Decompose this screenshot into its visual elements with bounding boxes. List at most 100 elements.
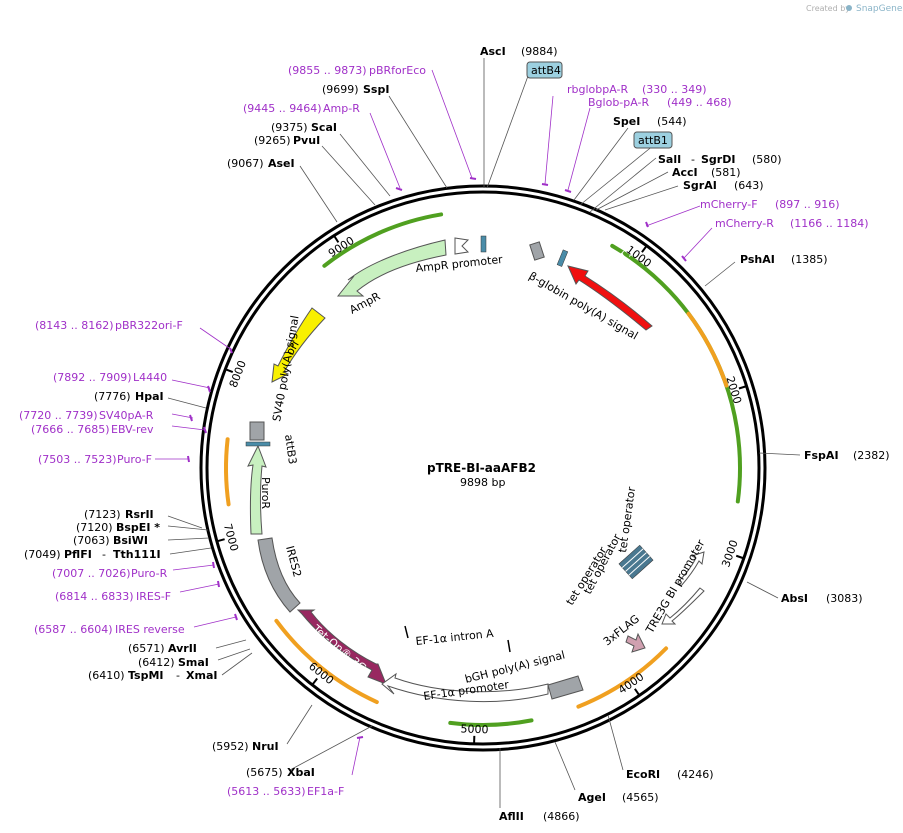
site-nrui-name[interactable]: NruI [252, 740, 279, 753]
site-aflii-pos: (4866) [543, 810, 580, 823]
beta-globin-polya-box[interactable] [529, 241, 545, 261]
site-tspmi-name[interactable]: TspMI [128, 669, 164, 682]
site-ecori-name[interactable]: EcoRI [626, 768, 660, 781]
ampr-promoter-arrow[interactable] [454, 237, 470, 255]
primer-l4440-name[interactable]: L4440 [133, 371, 167, 384]
flag-arrow[interactable] [625, 632, 646, 653]
site-fspai-name[interactable]: FspAI [804, 449, 839, 462]
site-xmai-name[interactable]: XmaI [186, 669, 217, 682]
site-bspei-pos: (7120) [76, 521, 113, 534]
attb4-mark [480, 235, 487, 253]
site-scai-name[interactable]: ScaI [311, 121, 337, 134]
bgh-polya-box[interactable] [547, 675, 584, 700]
site-hpai-pos: (7776) [94, 390, 131, 403]
site-absi-name[interactable]: AbsI [781, 592, 808, 605]
site-hpai-name[interactable]: HpaI [135, 390, 164, 403]
bgh-label: bGH poly(A) signal [464, 648, 567, 685]
site-xbai-pos: (5675) [246, 766, 283, 779]
attb1-box[interactable] [633, 131, 673, 149]
site-asci-name[interactable]: AscI [480, 45, 506, 58]
attb4-label: attB4 [531, 64, 561, 77]
site-aflii-name[interactable]: AflII [499, 810, 524, 823]
tet-operator-3-label: tet operator [616, 486, 638, 554]
mcherry-arrow[interactable] [567, 265, 653, 331]
primer-l4440-pos: (7892 .. 7909) [53, 371, 132, 384]
tick-mark [216, 538, 225, 543]
site-rsrii-name[interactable]: RsrII [125, 508, 154, 521]
primer-ampr-name[interactable]: Amp-R [323, 102, 360, 115]
site-bspei-name[interactable]: BspEI * [116, 521, 160, 534]
ampr-arrow[interactable] [336, 239, 447, 297]
site-agei-name[interactable]: AgeI [578, 791, 606, 804]
ef1a-promoter-arrow[interactable] [381, 672, 549, 703]
tick-mark [738, 385, 747, 390]
attb3-box[interactable] [249, 421, 265, 441]
puror-arrow[interactable] [247, 444, 267, 535]
primer-sv40pa-name[interactable]: SV40pA-R [99, 409, 154, 422]
tick-mark [641, 245, 648, 253]
primer-rbglobpa-name[interactable]: rbglobpA-R [567, 83, 628, 96]
site-tspmi-pos: (6410) [88, 669, 125, 682]
tre3g-label: TRE3G BI promoter [643, 537, 708, 636]
site-avrii-name[interactable]: AvrII [168, 642, 197, 655]
site-sali-name[interactable]: SalI [658, 153, 681, 166]
site-pvui-name[interactable]: PvuI [293, 134, 320, 147]
site-bsiwi-name[interactable]: BsiWI [113, 534, 148, 547]
primer-puro-r-pos: (7007 .. 7026) [52, 567, 131, 580]
primer-ebv-name[interactable]: EBV-rev [111, 423, 154, 436]
site-sgrai-name[interactable]: SgrAI [683, 179, 717, 192]
tet-operators-block[interactable] [618, 544, 654, 580]
site-sgrai-pos: (643) [734, 179, 764, 192]
intron-end-mark [507, 639, 511, 653]
site-tth111i-name[interactable]: Tth111I [113, 548, 161, 561]
site-acci-pos: (581) [711, 166, 741, 179]
tick-mark [634, 688, 641, 696]
primer-bglobpa-name[interactable]: Bglob-pA-R [588, 96, 650, 109]
site-spei-name[interactable]: SpeI [613, 115, 640, 128]
site-pflfi-name[interactable]: PflFI [64, 548, 92, 561]
site-sgrdi-name[interactable]: SgrDI [701, 153, 735, 166]
site-smai-pos: (6412) [138, 656, 175, 669]
site-asei-name[interactable]: AseI [268, 157, 295, 170]
site-pshai-name[interactable]: PshAI [740, 253, 775, 266]
primer-marks [187, 177, 687, 739]
site-asei-pos: (9067) [227, 157, 264, 170]
orf-arc-orange-4 [224, 437, 231, 507]
site-pshai-pos: (1385) [791, 253, 828, 266]
primer-puro-f-name[interactable]: Puro-F [117, 453, 152, 466]
primer-puro-r-name[interactable]: Puro-R [131, 567, 168, 580]
primer-ires-reverse-name[interactable]: IRES reverse [115, 623, 185, 636]
tick-label: 8000 [227, 359, 249, 390]
site-sspi-pos: (9699) [322, 83, 359, 96]
attb3-label: attB3 [282, 434, 299, 465]
tet-on-arrow[interactable] [296, 609, 387, 685]
site-avrii-pos: (6571) [128, 642, 165, 655]
site-xbai-name[interactable]: XbaI [287, 766, 315, 779]
site-labels: AscI (9884) (9699) SspI (9375) ScaI (926… [24, 45, 890, 823]
primer-mcherry-r-name[interactable]: mCherry-R [715, 217, 774, 230]
orf-arc-orange-2 [576, 646, 669, 709]
backbone-inner-ring [205, 190, 761, 746]
primer-pbrforeco-name[interactable]: pBRforEco [369, 64, 426, 77]
site-acci-name[interactable]: AccI [672, 166, 698, 179]
ires2-arc[interactable] [257, 537, 301, 613]
primer-pbr322ori-name[interactable]: pBR322ori-F [115, 319, 183, 332]
primer-mcherry-f-name[interactable]: mCherry-F [700, 198, 758, 211]
ori-arrow[interactable] [271, 307, 326, 383]
primer-ires-reverse-pos: (6587 .. 6604) [34, 623, 113, 636]
site-nrui-pos: (5952) [212, 740, 249, 753]
primer-sv40pa-pos: (7720 .. 7739) [19, 409, 98, 422]
site-tspmi-dash: - [176, 669, 180, 682]
primer-ebv-pos: (7666 .. 7685) [31, 423, 110, 436]
attb4-box[interactable] [526, 61, 563, 79]
attb3-mark [245, 441, 271, 447]
tick-marks [216, 235, 747, 744]
tick-label: 5000 [460, 722, 488, 736]
primer-bglobpa-pos: (449 .. 468) [667, 96, 732, 109]
primer-pbrforeco-pos: (9855 .. 9873) [288, 64, 367, 77]
primer-ef1a-f-name[interactable]: EF1a-F [307, 785, 344, 798]
primer-ires-f-name[interactable]: IRES-F [136, 590, 171, 603]
site-sspi-name[interactable]: SspI [363, 83, 389, 96]
site-smai-name[interactable]: SmaI [178, 656, 209, 669]
tre3g-promoter-arrows[interactable] [661, 551, 705, 625]
